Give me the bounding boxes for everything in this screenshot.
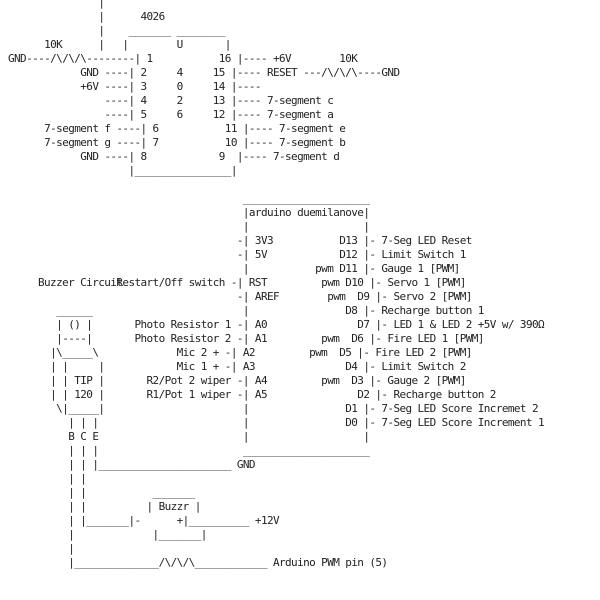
- diagram-line: 7-segment g ----| 7 10 |---- 7-segment b: [8, 136, 346, 149]
- diagram-line: Mic 1 + -| A3 D4 |- Limit Switch 2: [8, 360, 467, 373]
- diagram-line: 7-segment f ----| 6 11 |---- 7-segment e: [8, 122, 346, 135]
- diagram-line: | | TIP |: [8, 374, 105, 387]
- diagram-line: |________________|: [8, 164, 237, 177]
- diagram-line: 10K | | U |: [8, 38, 231, 51]
- diagram-line: | D0 |- 7-Seg LED Score Increment 1: [8, 416, 545, 429]
- diagram-line: | | | Buzzr |: [8, 500, 201, 513]
- diagram-line: -| 5V D12 |- Limit Switch 1: [8, 248, 466, 261]
- diagram-line: -| AREF pwm D9 |- Servo 2 [PWM]: [8, 290, 473, 303]
- diagram-line: | D8 |- Recharge button 1: [8, 304, 485, 317]
- diagram-line: Restart/Off switch -| RST pwm D10 |- Ser…: [8, 276, 466, 289]
- diagram-line: Mic 2 + -| A2 pwm D5 |- Fire LED 2 [PWM]: [8, 346, 473, 359]
- diagram-line: | | |: [8, 444, 99, 457]
- diagram-line: | | 120 |: [8, 388, 105, 401]
- diagram-line: | |: [8, 220, 370, 233]
- diagram-line: | pwm D11 |- Gauge 1 [PWM]: [8, 262, 460, 275]
- diagram-line: | |: [8, 430, 370, 443]
- diagram-line: ----| 4 2 13 |---- 7-segment c: [8, 94, 334, 107]
- diagram-line: +6V ----| 3 0 14 |----: [8, 80, 261, 93]
- diagram-line: | _______ ________: [8, 24, 225, 37]
- diagram-line: |: [8, 542, 75, 555]
- diagram-line: _____________________: [8, 192, 370, 205]
- diagram-line: Photo Resistor 2 -| A1 pwm D6 |- Fire LE…: [8, 332, 484, 345]
- diagram-line: | 4026: [8, 10, 165, 23]
- diagram-line: | () |: [8, 318, 93, 331]
- diagram-line: | |_______|- +|__________ +12V: [8, 514, 280, 527]
- diagram-line: |----|: [8, 332, 93, 345]
- diagram-line: R1/Pot 1 wiper -| A5 D2 |- Recharge butt…: [8, 388, 497, 401]
- diagram-line: | |: [8, 472, 87, 485]
- diagram-line: Photo Resistor 1 -| A0 D7 |- LED 1 & LED…: [8, 318, 545, 331]
- diagram-line: ______: [8, 304, 93, 317]
- diagram-line: | | |: [8, 360, 105, 373]
- diagram-line: |: [8, 0, 105, 9]
- diagram-line: -| 3V3 D13 |- 7-Seg LED Reset: [8, 234, 473, 247]
- diagram-line: | D1 |- 7-Seg LED Score Incremet 2: [8, 402, 539, 415]
- diagram-line: _____________________: [8, 444, 370, 457]
- diagram-line: |arduino duemilanove|: [8, 206, 370, 219]
- diagram-line: | | |______________________ GND: [8, 458, 255, 471]
- diagram-line: GND ----| 2 4 15 |---- RESET ---/\/\/\--…: [8, 66, 400, 79]
- diagram-line: ----| 5 6 12 |---- 7-segment a: [8, 108, 334, 121]
- diagram-line: |\_____\: [8, 346, 99, 359]
- diagram-line: GND ----| 8 9 |---- 7-segment d: [8, 150, 340, 163]
- diagram-line: B C E: [8, 430, 99, 443]
- diagram-line: |______________/\/\/\____________ Arduin…: [8, 556, 388, 569]
- diagram-line: \|_____|: [8, 402, 105, 415]
- diagram-line: | |_______|: [8, 528, 207, 541]
- diagram-line: | | _______: [8, 486, 195, 499]
- diagram-line: GND----/\/\/\--------| 1 16 |---- +6V 10…: [8, 52, 358, 65]
- diagram-line: | | |: [8, 416, 99, 429]
- diagram-line: R2/Pot 2 wiper -| A4 pwm D3 |- Gauge 2 […: [8, 374, 467, 387]
- buzzer-circuit-title: Buzzer Circuit: [38, 276, 123, 289]
